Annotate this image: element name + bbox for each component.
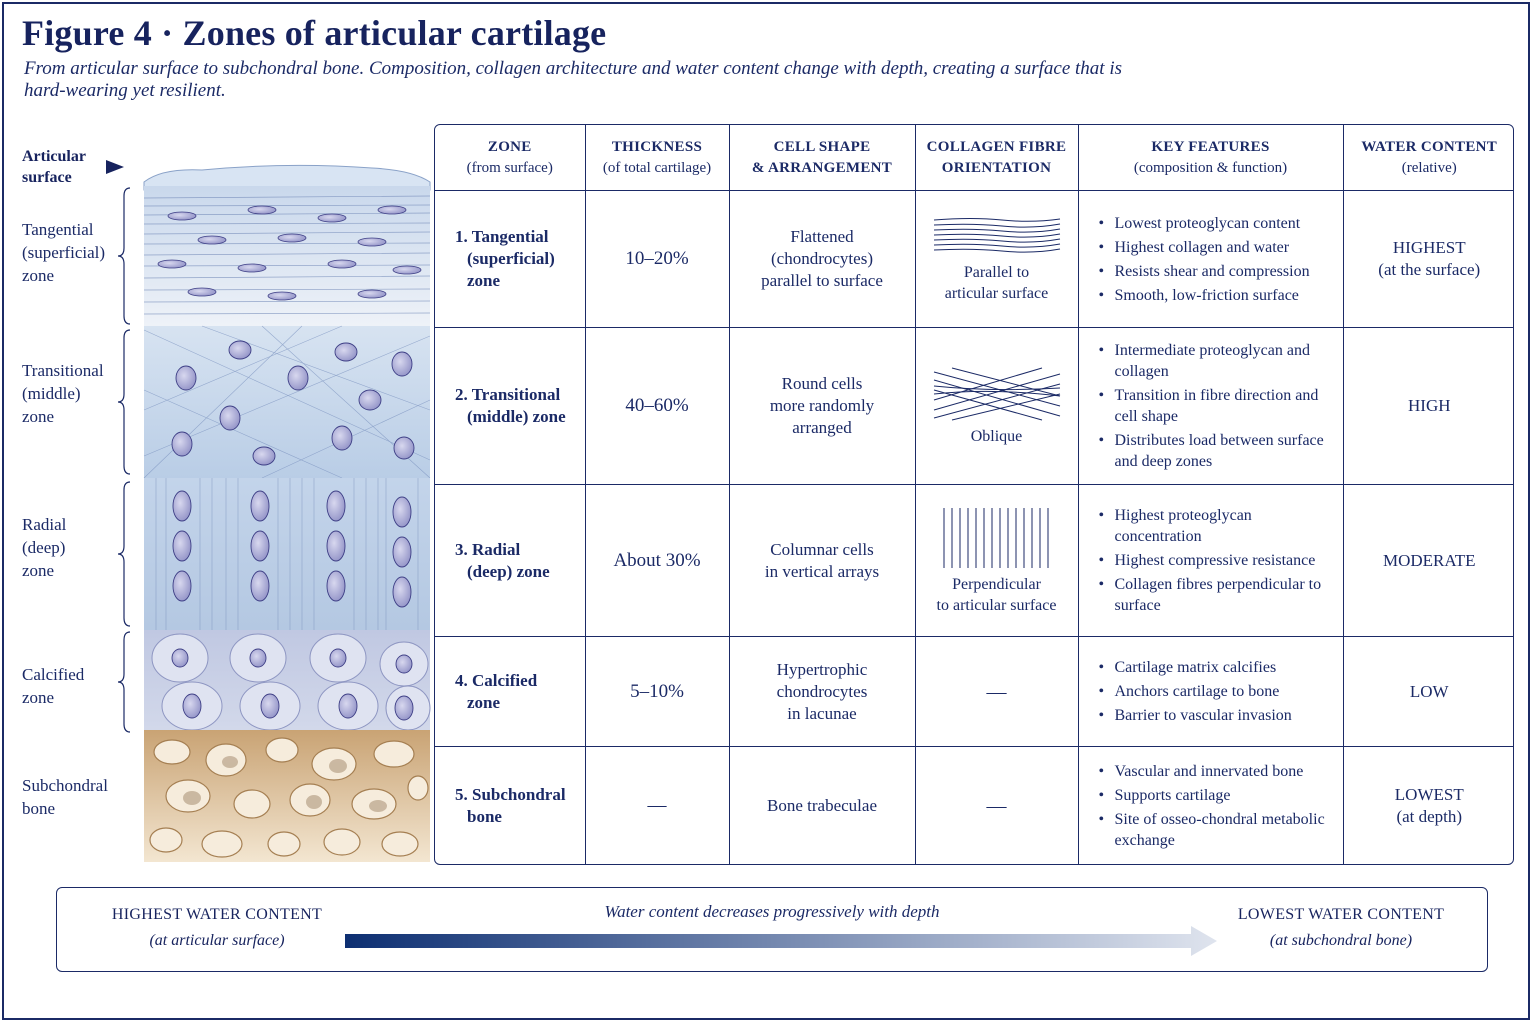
list-item: Anchors cartilage to bone [1099,681,1335,702]
page-title: Figure 4 · Zones of articular cartilage [22,13,607,53]
header-water: WATER CONTENT(relative) [1342,125,1513,191]
figure-subtitle: From articular surface to subchondral bo… [24,58,1123,101]
list-item: Highest proteoglycan concentration [1099,505,1335,547]
list-item: Smooth, low-friction surface [1099,285,1335,306]
water-content: HIGHEST(at the surface) [1342,190,1513,328]
list-item: Transition in fibre direction and cell s… [1099,385,1335,427]
oblique-fibres-icon [933,367,1060,420]
table-row: 1. Tangential(superficial)zone 10–20% Fl… [435,190,1513,328]
articular-surface-label: Articular surface [22,148,86,186]
thickness-value: — [584,746,730,864]
list-item: Vascular and innervated bone [1099,761,1335,782]
thickness-value: 40–60% [584,327,730,485]
table-header-row: ZONE(from surface) THICKNESS(of total ca… [435,125,1513,191]
parallel-fibres-icon [933,218,1060,253]
list-item: Highest collagen and water [1099,237,1335,258]
collagen-orientation: Oblique [914,327,1079,485]
key-features: Vascular and innervated bone Supports ca… [1077,746,1344,864]
zone-name: 1. Tangential(superficial)zone [435,190,586,328]
header-key-features: KEY FEATURES(composition & function) [1077,125,1344,191]
thickness-value: About 30% [584,484,730,637]
key-features: Cartilage matrix calcifies Anchors carti… [1077,636,1344,747]
brace-radial [117,481,131,627]
side-label-transitional: Transitional(middle)zone [22,361,104,426]
brace-transitional [117,329,131,475]
water-gradient-box: HIGHEST WATER CONTENT (at articular surf… [56,887,1488,972]
list-item: Distributes load between surface and dee… [1099,430,1335,472]
key-features: Lowest proteoglycan content Highest coll… [1077,190,1344,328]
water-content: LOW [1342,636,1513,747]
surface-pointer-arrow-icon [106,160,124,174]
side-label-tangential: Tangential(superficial)zone [22,220,106,285]
water-content: LOWEST(at depth) [1342,746,1513,864]
header-zone: ZONE(from surface) [435,125,586,191]
list-item: Supports cartilage [1099,785,1335,806]
gradient-caption: Water content decreases progressively wi… [604,902,940,921]
water-content: MODERATE [1342,484,1513,637]
key-features: Intermediate proteoglycan and collagen T… [1077,327,1344,485]
thickness-value: 5–10% [584,636,730,747]
gradient-arrow-icon [345,926,1217,956]
collagen-orientation: — [914,636,1079,747]
list-item: Resists shear and compression [1099,261,1335,282]
table-row: 3. Radial(deep) zone About 30% Columnar … [435,484,1513,637]
zones-table-grid: ZONE(from surface) THICKNESS(of total ca… [435,125,1513,864]
water-content: HIGH [1342,327,1513,485]
gradient-right-label: LOWEST WATER CONTENT (at subchondral bon… [1237,906,1445,949]
header-cell-shape: CELL SHAPE& ARRANGEMENT [728,125,916,191]
list-item: Highest compressive resistance [1099,550,1335,571]
cartilage-cross-section-illustration [143,164,431,862]
collagen-orientation: — [914,746,1079,864]
zone-name: 2. Transitional(middle) zone [435,327,586,485]
cell-shape: Bone trabeculae [728,746,916,864]
cell-shape: Flattened(chondrocytes)parallel to surfa… [728,190,916,328]
zones-table: ZONE(from surface) THICKNESS(of total ca… [434,124,1514,865]
perpendicular-fibres-icon [943,507,1048,568]
table-row: 2. Transitional(middle) zone 40–60% Roun… [435,327,1513,485]
list-item: Lowest proteoglycan content [1099,213,1335,234]
zone-name: 3. Radial(deep) zone [435,484,586,637]
gradient-left-label: HIGHEST WATER CONTENT (at articular surf… [111,906,323,949]
thickness-value: 10–20% [584,190,730,328]
side-label-radial: Radial(deep)zone [22,515,67,580]
key-features: Highest proteoglycan concentration Highe… [1077,484,1344,637]
brace-tangential [117,187,131,325]
list-item: Cartilage matrix calcifies [1099,657,1335,678]
header-thickness: THICKNESS(of total cartilage) [584,125,730,191]
list-item: Collagen fibres perpendicular to surface [1099,574,1335,616]
brace-calcified [117,631,131,733]
list-item: Intermediate proteoglycan and collagen [1099,340,1335,382]
list-item: Barrier to vascular invasion [1099,705,1335,726]
list-item: Site of osseo-chondral metabolic exchang… [1099,809,1335,851]
